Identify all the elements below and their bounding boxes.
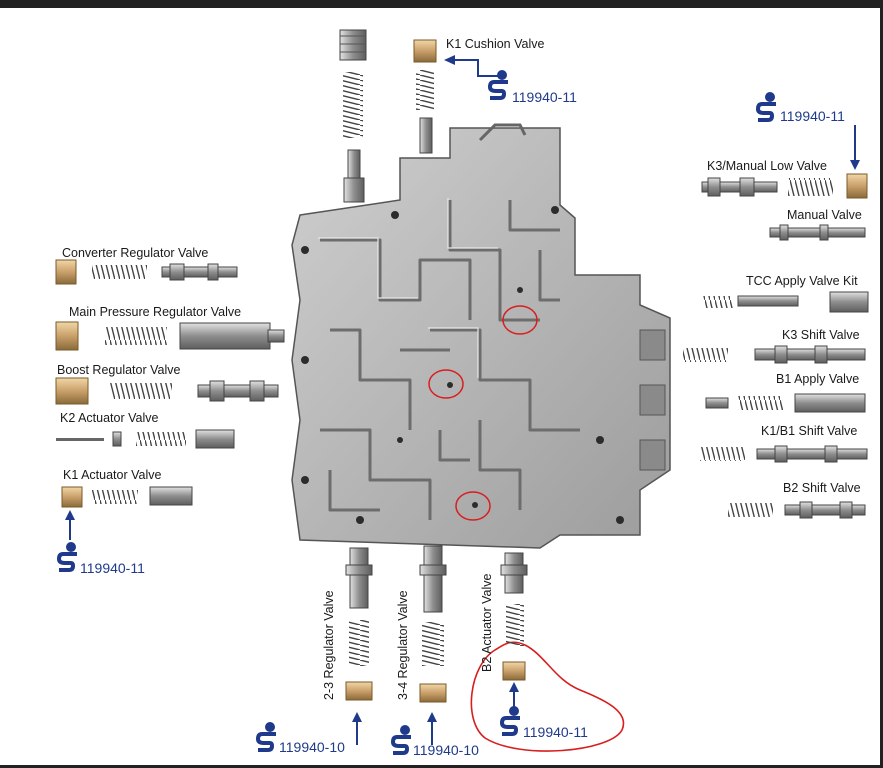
boost-regulator-valve-parts	[56, 378, 278, 404]
converter-regulator-valve-parts	[56, 260, 237, 284]
k3-shift-valve-parts	[683, 346, 865, 363]
manual-valve-parts	[770, 225, 865, 240]
part-number-k3-manual-low: 119940-11	[780, 108, 845, 124]
label-k3-shift-valve: K3 Shift Valve	[782, 328, 860, 342]
sonnax-logo-icon	[756, 92, 778, 122]
arrow-icon	[427, 712, 437, 722]
arrow-icon	[850, 160, 860, 170]
label-reg-34-valve: 3-4 Regulator Valve	[396, 590, 410, 700]
b1-apply-valve-parts	[706, 394, 865, 412]
reg-23-valve-parts	[346, 548, 372, 700]
label-k3-manual-low-valve: K3/Manual Low Valve	[707, 159, 827, 173]
main-pressure-regulator-valve-parts	[56, 322, 284, 350]
reg-34-valve-parts	[420, 546, 446, 702]
label-reg-23-valve: 2-3 Regulator Valve	[322, 590, 336, 700]
part-number-reg-23: 119940-10	[279, 739, 345, 755]
part-number-k1-actuator: 119940-11	[80, 560, 145, 576]
k1-cushion-valve-parts	[414, 40, 436, 153]
sonnax-logo-icon	[500, 706, 522, 736]
b2-actuator-valve-parts	[501, 553, 527, 680]
sonnax-logo-icon	[488, 70, 510, 100]
sonnax-logo-icon	[57, 542, 79, 572]
k3-manual-low-valve-parts	[702, 174, 867, 198]
k1-actuator-valve-parts	[62, 487, 192, 507]
label-b2-actuator-valve: B2 Actuator Valve	[480, 574, 494, 672]
b2-shift-valve-parts	[728, 502, 865, 518]
part-number-k1-cushion: 119940-11	[512, 89, 577, 105]
label-k2-actuator-valve: K2 Actuator Valve	[60, 411, 158, 425]
label-manual-valve: Manual Valve	[787, 208, 862, 222]
arrow-icon	[65, 510, 75, 520]
k2-actuator-valve-parts	[56, 430, 234, 448]
label-k1b1-shift-valve: K1/B1 Shift Valve	[761, 424, 857, 438]
label-tcc-apply-valve-kit: TCC Apply Valve Kit	[746, 274, 858, 288]
arrow-icon	[352, 712, 362, 722]
label-b2-shift-valve: B2 Shift Valve	[783, 481, 861, 495]
label-b1-apply-valve: B1 Apply Valve	[776, 372, 859, 386]
k1b1-shift-valve-parts	[700, 446, 867, 462]
part-number-reg-34: 119940-10	[413, 742, 479, 758]
arrow-icon	[509, 682, 519, 692]
label-boost-regulator-valve: Boost Regulator Valve	[57, 363, 180, 377]
label-k1-cushion-valve: K1 Cushion Valve	[446, 37, 544, 51]
part-number-b2-actuator: 119940-11	[523, 724, 588, 740]
sonnax-logo-icon	[391, 725, 413, 755]
arrow-icon	[444, 55, 455, 65]
tcc-apply-valve-kit-parts	[703, 292, 868, 312]
sonnax-logo-icon	[256, 722, 278, 752]
label-main-pressure-regulator-valve: Main Pressure Regulator Valve	[69, 305, 241, 319]
label-k1-actuator-valve: K1 Actuator Valve	[63, 468, 161, 482]
top-left-vertical-parts	[340, 30, 366, 202]
label-converter-regulator-valve: Converter Regulator Valve	[62, 246, 208, 260]
